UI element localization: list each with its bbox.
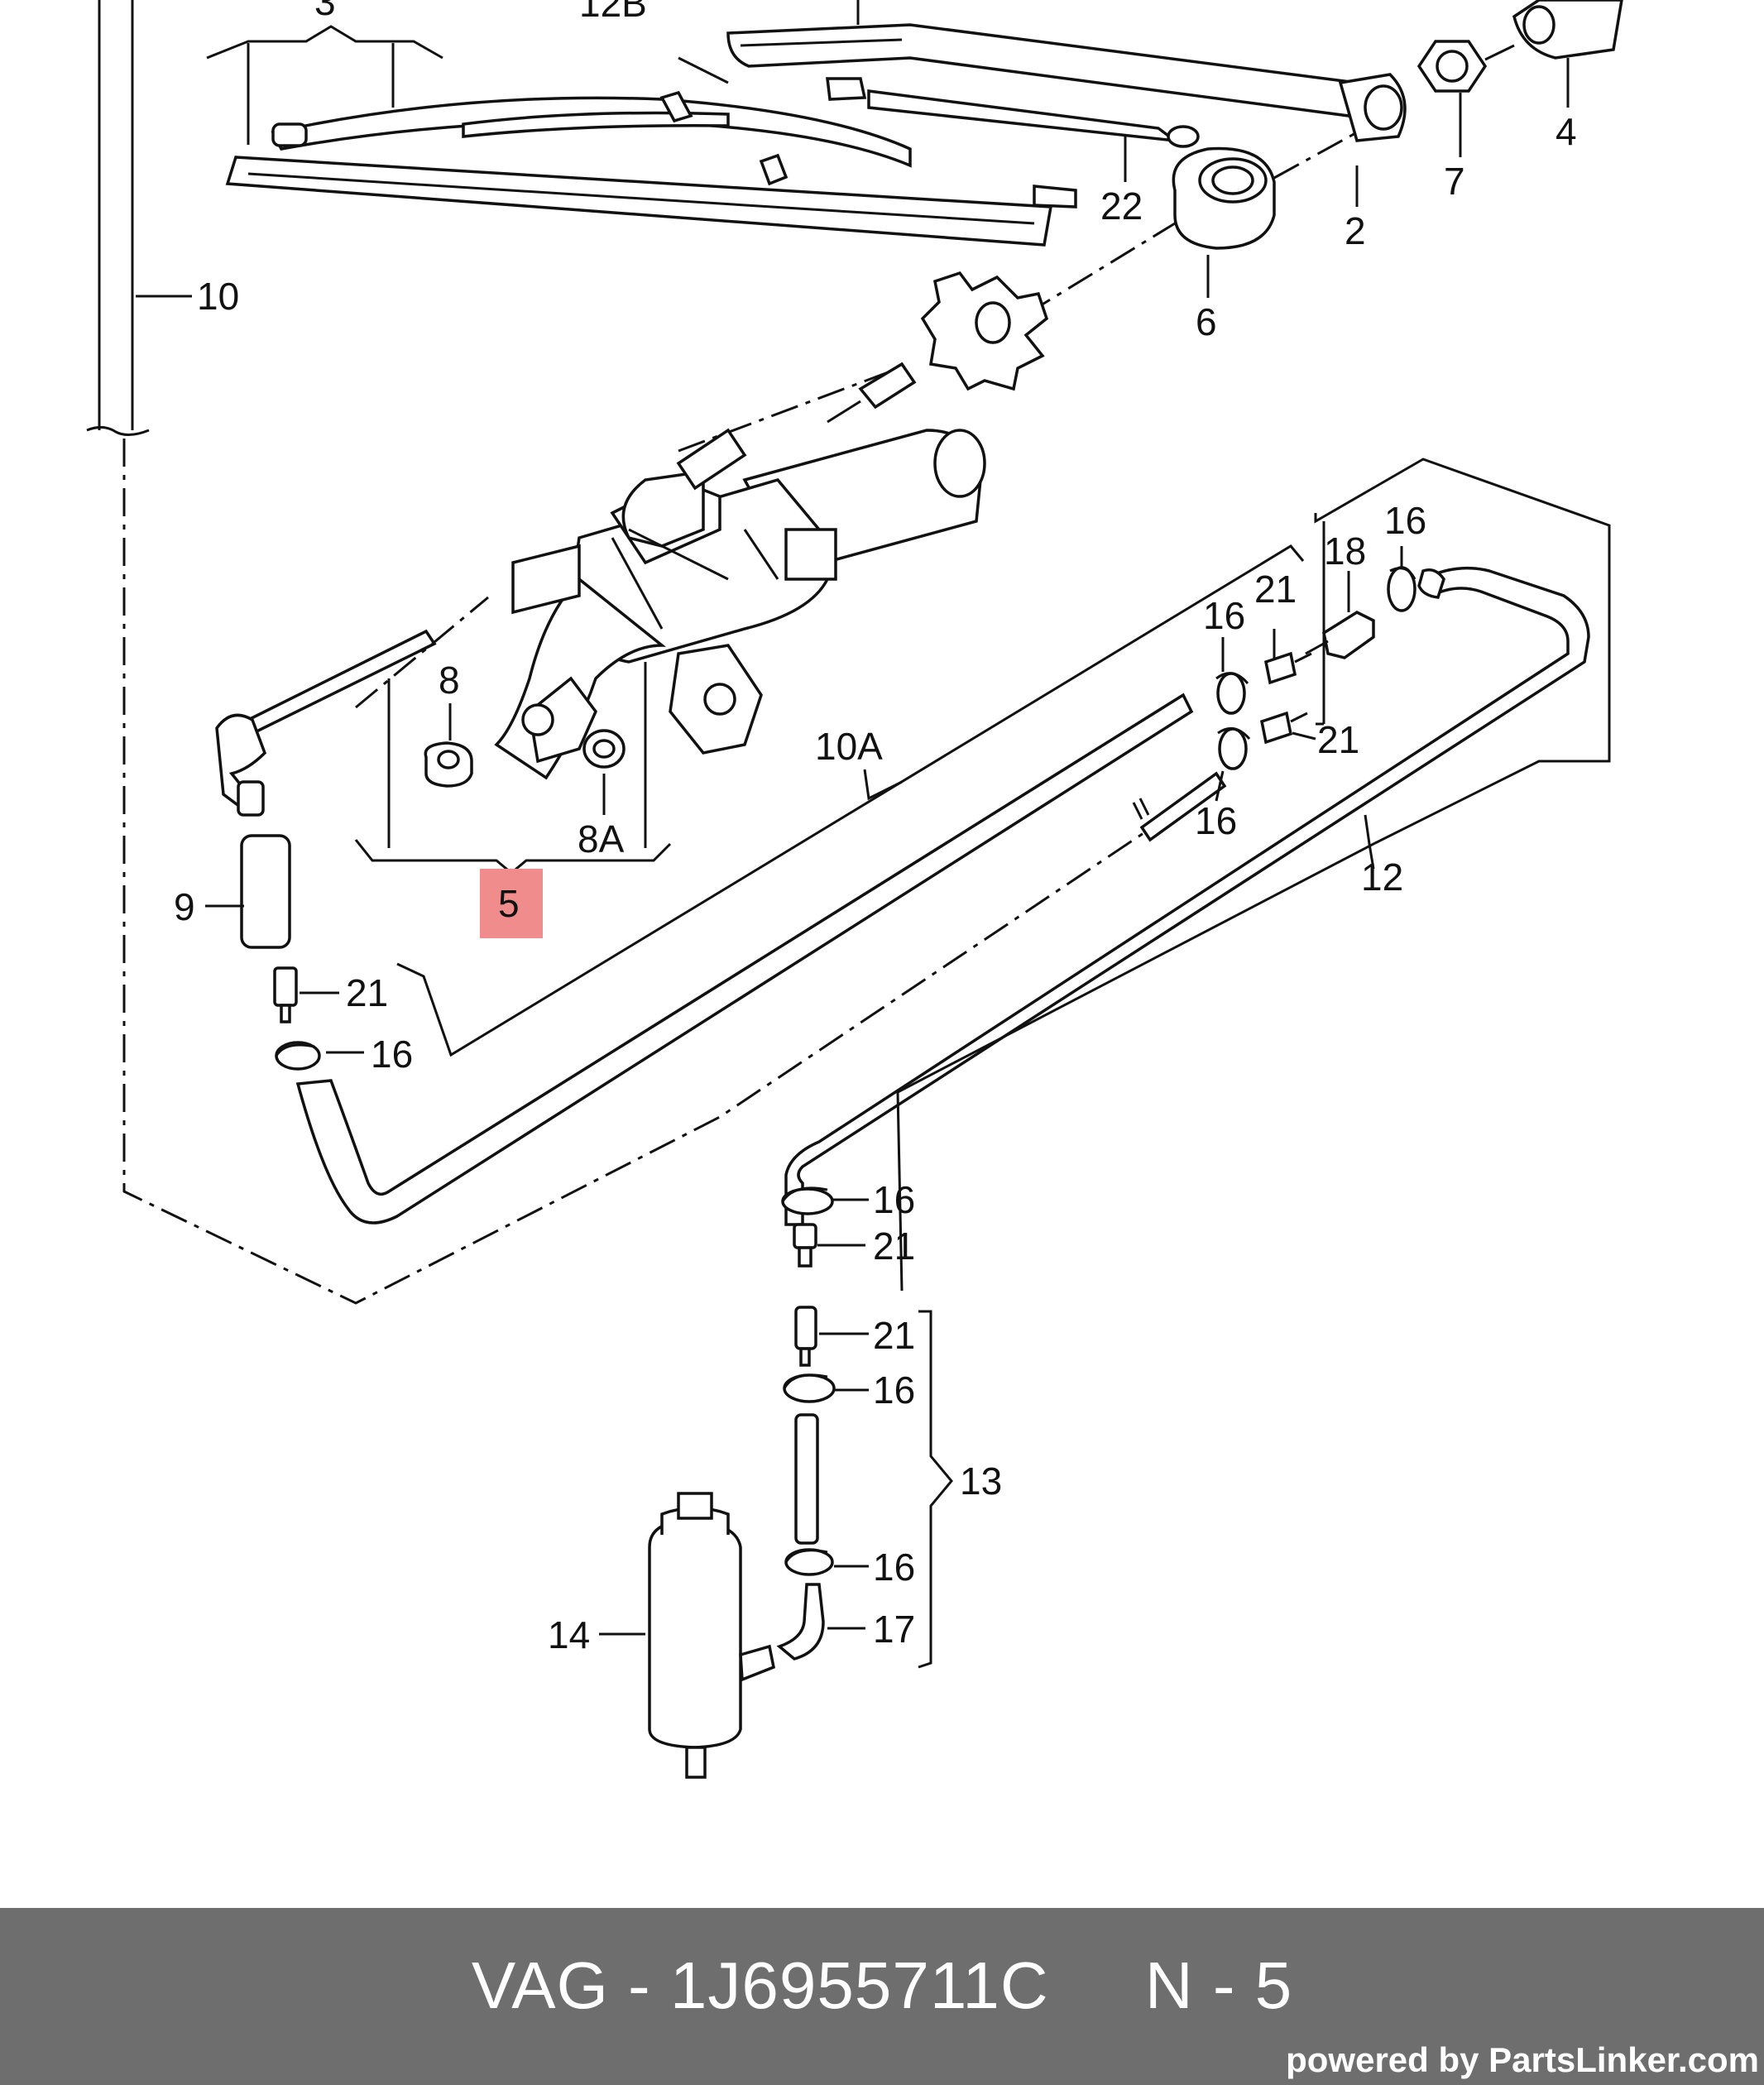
label-13: 13 [960, 1460, 1002, 1503]
clamp-16-mid [1215, 637, 1249, 715]
clamp-16-left [275, 1041, 364, 1071]
clamp-16-lower [1215, 726, 1251, 802]
label-18: 18 [1324, 530, 1366, 573]
connector-21-right-bottom [1259, 711, 1316, 745]
label-12b: 12B [579, 0, 647, 25]
hose-10a [295, 693, 1194, 1225]
rod-10 [86, 0, 192, 436]
label-4: 4 [1555, 110, 1577, 153]
hose-13 [794, 1413, 819, 1545]
clamp-16-l2 [783, 1373, 869, 1403]
label-21-d: 21 [873, 1225, 915, 1268]
label-16-b: 16 [1203, 594, 1245, 637]
dash-rod-link [355, 596, 489, 709]
label-21-e: 21 [873, 1314, 915, 1357]
brace-13 [918, 1310, 953, 1669]
label-16-a: 16 [1384, 499, 1426, 542]
label-21-a: 21 [1254, 568, 1297, 611]
label-8a: 8A [578, 817, 625, 860]
label-3: 3 [314, 0, 336, 23]
label-21-c: 21 [346, 971, 388, 1014]
clamp-16-upper-right [1387, 546, 1416, 612]
powered-by-link[interactable]: powered by PartsLinker.com [1286, 2040, 1759, 2079]
connector-18 [1305, 571, 1375, 659]
wiper-blade-3 [206, 25, 1077, 247]
seal-star [920, 271, 1049, 391]
label-22: 22 [1100, 185, 1143, 228]
label-21-b: 21 [1317, 718, 1359, 761]
label-5: 5 [498, 882, 520, 925]
callout-labels: 3 12B 4 7 22 2 6 10 8 8A 10A 16 21 18 16… [174, 0, 1577, 1656]
label-16-c: 16 [1195, 799, 1237, 842]
part-number-text: VAG - 1J6955711C N - 5 [471, 1948, 1293, 2022]
bushing-8 [424, 703, 473, 788]
label-17: 17 [873, 1608, 915, 1651]
label-12: 12 [1361, 856, 1403, 899]
clamp-16-l3 [784, 1548, 869, 1576]
grommet-6 [1172, 146, 1276, 298]
hose-12 [784, 566, 1590, 1226]
brace-12 [896, 458, 1611, 1292]
hose-piece [1132, 771, 1227, 842]
label-8: 8 [439, 659, 460, 702]
connector-21-left [273, 966, 339, 1023]
highlight-box [480, 869, 543, 938]
label-9: 9 [174, 885, 195, 928]
label-16-g: 16 [873, 1546, 915, 1589]
rod-9 [205, 629, 437, 949]
highlighted-part-5: 5 [480, 869, 543, 938]
connector-21-right-top [1263, 629, 1312, 685]
boundary-dashed [122, 439, 1147, 1305]
label-10a: 10A [815, 725, 883, 768]
wiper-motor-5 [494, 428, 986, 780]
nut-7 [1416, 40, 1515, 157]
label-6: 6 [1196, 300, 1217, 343]
label-2: 2 [1345, 209, 1366, 252]
connector-21-l2 [794, 1306, 869, 1367]
pump-14 [599, 1492, 776, 1779]
wiper-arm-1 [726, 0, 1407, 148]
label-10: 10 [197, 275, 239, 318]
label-16-d: 16 [371, 1033, 413, 1076]
elbow-17 [776, 1583, 865, 1661]
label-7: 7 [1444, 160, 1465, 203]
clamp-16-l1 [781, 1186, 869, 1215]
footer-bar: VAG - 1J6955711C N - 5 powered by PartsL… [0, 1908, 1764, 2085]
label-16-f: 16 [873, 1368, 915, 1412]
cap-4 [1512, 0, 1623, 108]
connector-21-l1 [793, 1223, 865, 1268]
washer-8a [582, 729, 626, 815]
label-14: 14 [548, 1613, 590, 1656]
parts-diagram: 3 12B 4 7 22 2 6 10 8 8A 10A 16 21 18 16… [86, 0, 1623, 1779]
brace-10a [396, 544, 1305, 1057]
label-16-e: 16 [873, 1178, 915, 1221]
shaft-bolt [827, 362, 917, 424]
